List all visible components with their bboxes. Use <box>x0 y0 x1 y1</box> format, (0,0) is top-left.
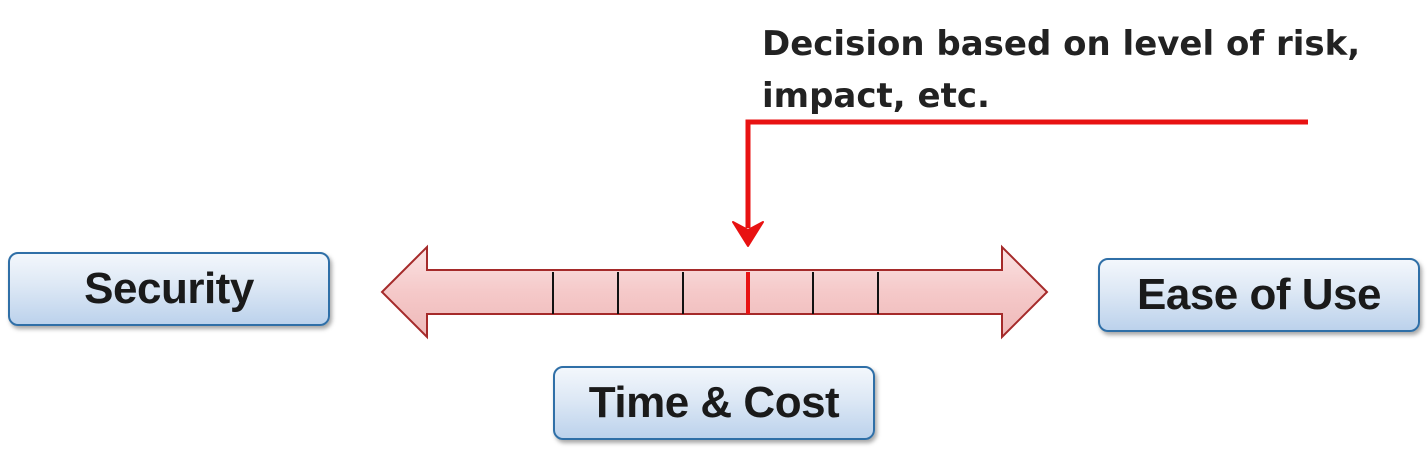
annotation-line-1: Decision based on level of risk, <box>762 24 1361 64</box>
security-label: Security <box>84 264 254 313</box>
decision-pointer-line <box>745 119 1308 228</box>
double-arrow-scale <box>380 244 1049 340</box>
decision-pointer-arrowhead <box>732 221 764 247</box>
ease-of-use-label: Ease of Use <box>1137 270 1381 319</box>
security-box: Security <box>8 252 330 326</box>
decision-annotation: Decision based on level of risk, impact,… <box>762 18 1382 122</box>
scale-ticks <box>552 272 879 314</box>
time-cost-label: Time & Cost <box>588 378 840 427</box>
ease-of-use-box: Ease of Use <box>1098 258 1420 332</box>
annotation-line-2: impact, etc. <box>762 76 990 116</box>
time-cost-box: Time & Cost <box>553 366 875 440</box>
